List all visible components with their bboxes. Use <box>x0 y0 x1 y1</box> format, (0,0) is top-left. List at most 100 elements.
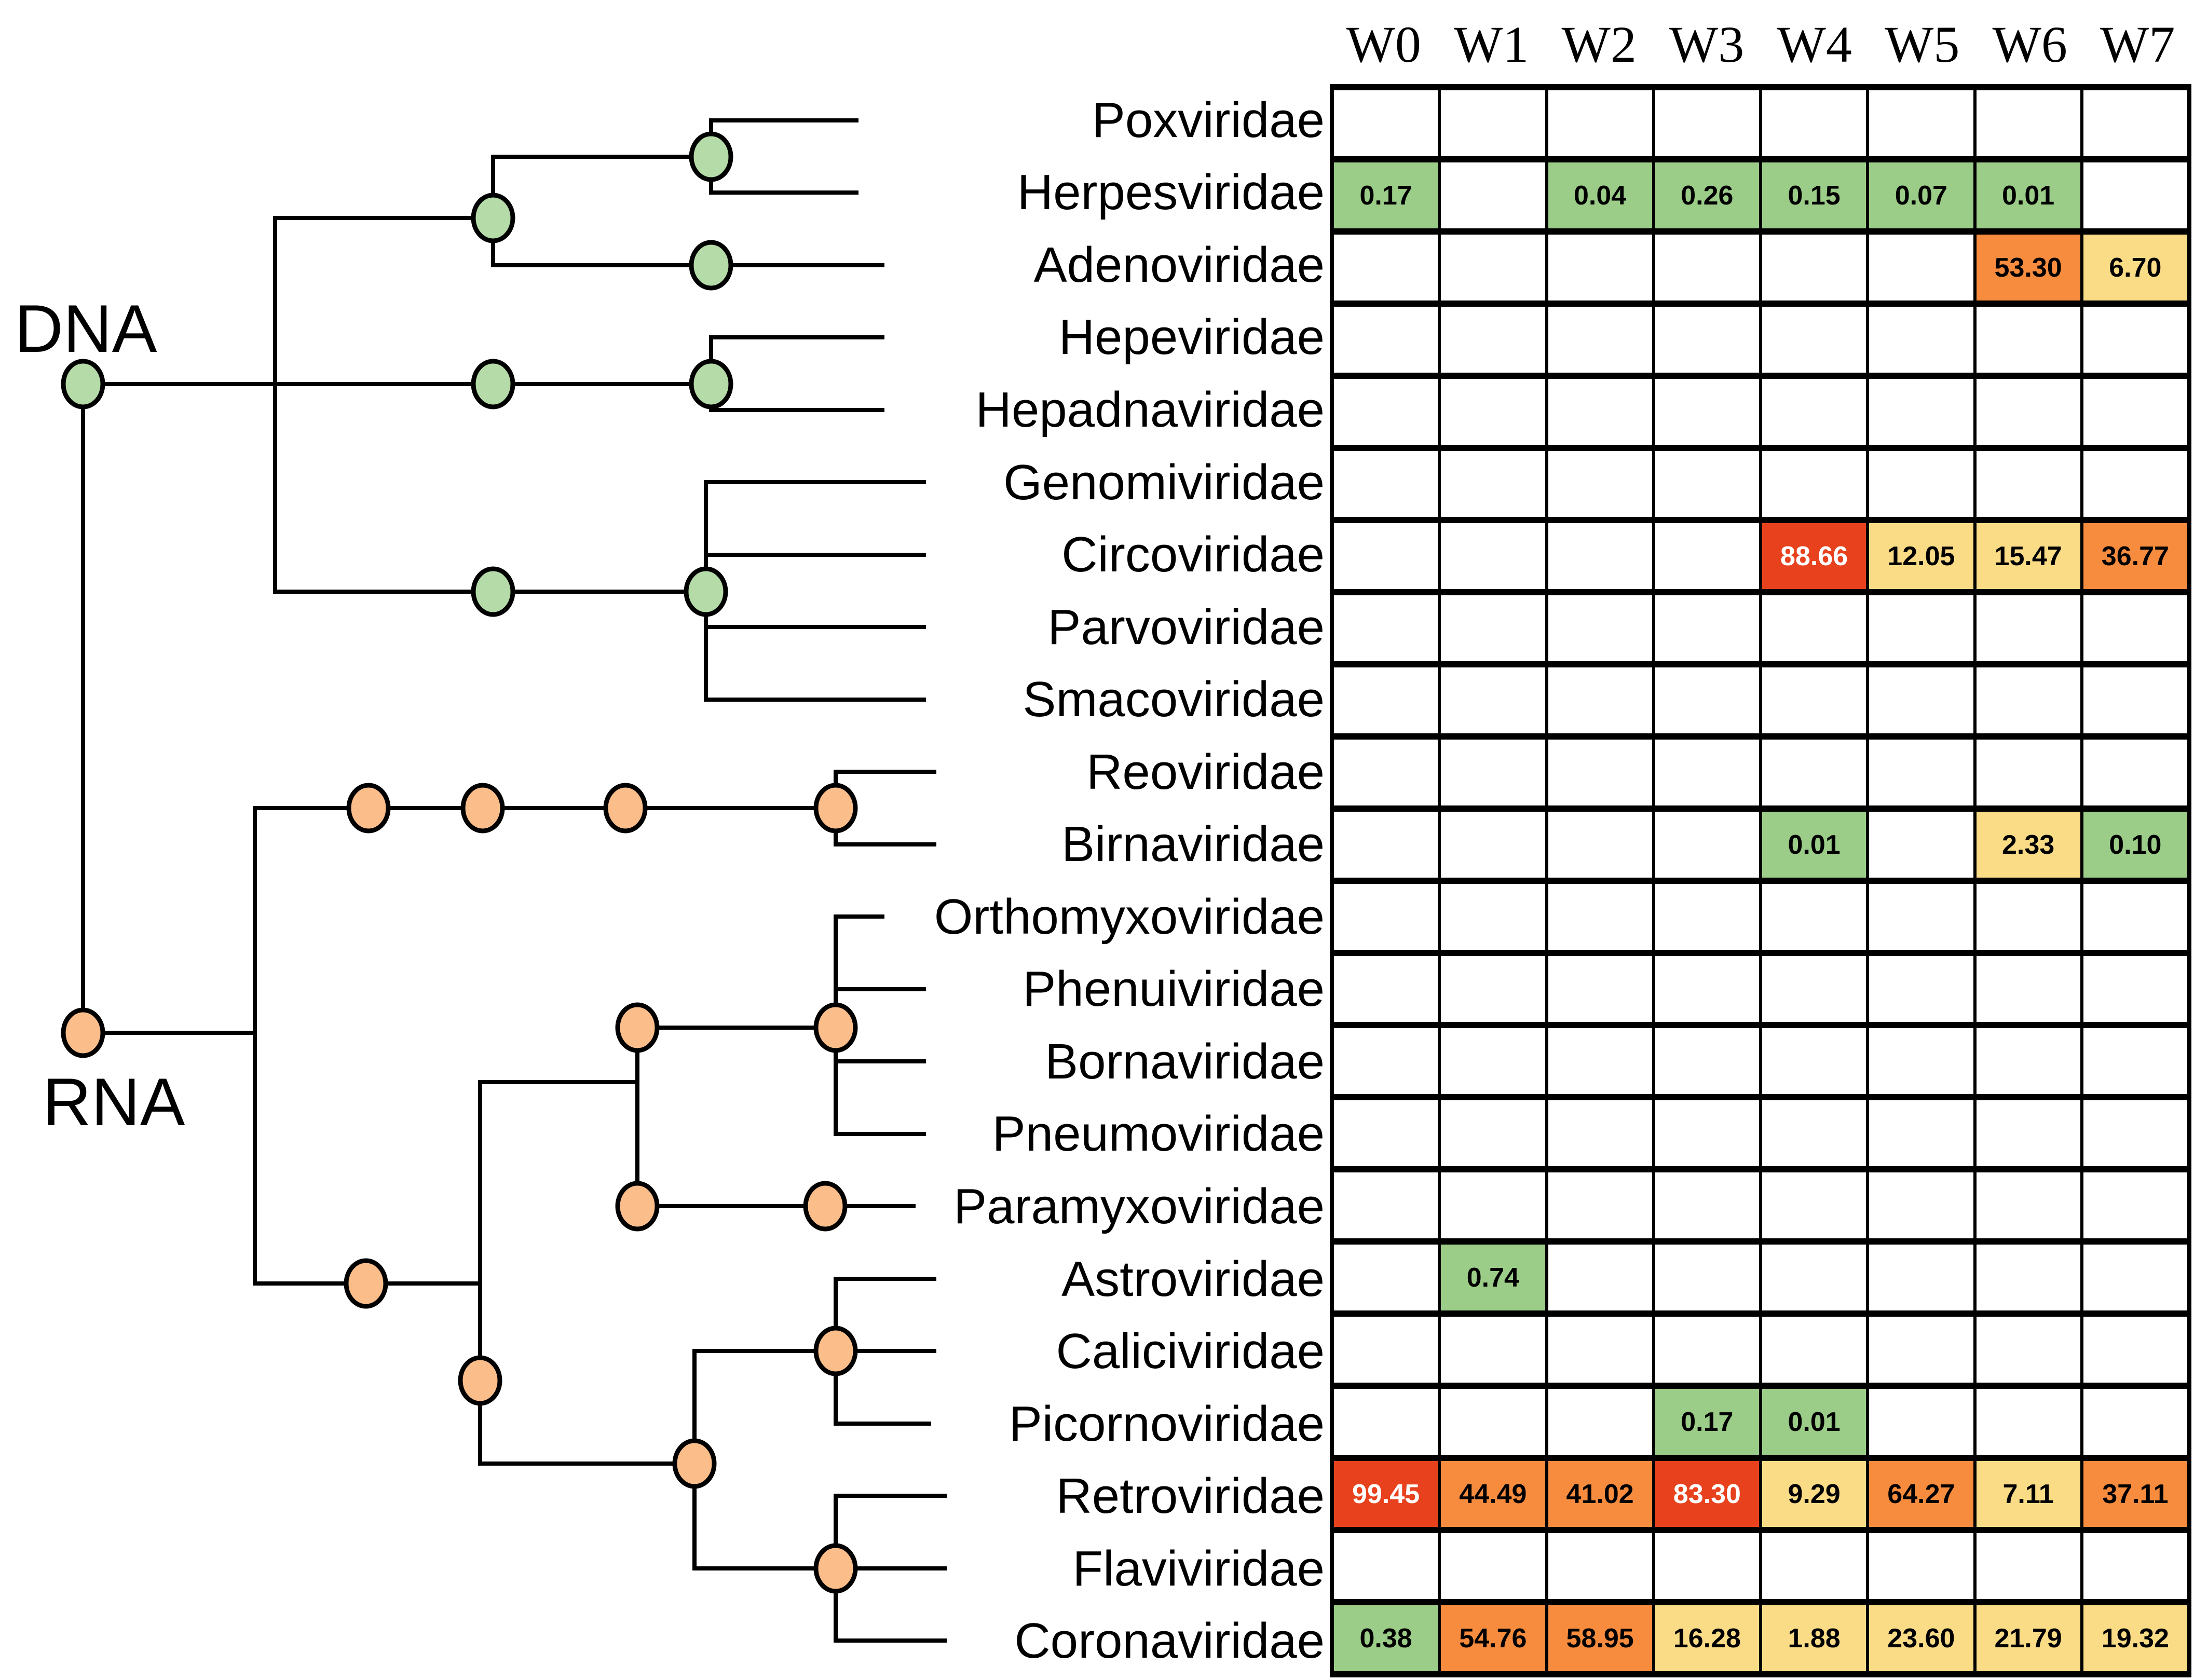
heatmap-cell <box>1334 1028 1441 1100</box>
heatmap-cell <box>1762 1172 1870 1245</box>
heatmap-cell <box>1334 1100 1441 1172</box>
row-label: Smacoviridae <box>1023 672 1325 728</box>
heatmap-cell <box>1441 90 1548 162</box>
heatmap-cell <box>1976 956 2083 1028</box>
heatmap-cell: 23.60 <box>1869 1605 1977 1677</box>
heatmap-cell <box>2083 595 2190 667</box>
heatmap-cell: 7.11 <box>1976 1461 2083 1533</box>
heatmap-cell <box>1869 90 1977 162</box>
heatmap-cell: 88.66 <box>1762 523 1870 595</box>
heatmap-cell <box>1655 90 1762 162</box>
heatmap-cell <box>2083 1317 2190 1389</box>
heatmap-cell: 54.76 <box>1441 1605 1548 1677</box>
heatmap-cell <box>1548 1389 1655 1461</box>
heatmap-cell <box>1334 1245 1441 1317</box>
heatmap-cell <box>1976 1100 2083 1172</box>
heatmap-cell <box>1548 90 1655 162</box>
rna-ancestor-node-icon <box>813 1326 858 1376</box>
heatmap-cell <box>1655 956 1762 1028</box>
dna-ancestor-node-icon <box>689 240 733 291</box>
heatmap-cell: 0.01 <box>1762 812 1870 884</box>
heatmap-cell <box>2083 1028 2190 1100</box>
heatmap-cell <box>1655 1533 1762 1605</box>
heatmap-cell <box>1334 1172 1441 1245</box>
heatmap-cell <box>1334 1389 1441 1461</box>
heatmap-cell <box>1976 884 2083 956</box>
heatmap-cell <box>1976 667 2083 740</box>
heatmap-cell <box>1762 1317 1870 1389</box>
heatmap-cell <box>1334 235 1441 307</box>
rna-ancestor-node-icon <box>672 1438 717 1489</box>
dna-ancestor-node-icon <box>684 566 728 617</box>
heatmap-cell <box>1548 740 1655 812</box>
column-header: W1 <box>1454 16 1529 73</box>
heatmap-cell: 0.74 <box>1441 1245 1548 1317</box>
heatmap-cell <box>1334 1317 1441 1389</box>
heatmap-cell <box>1548 595 1655 667</box>
heatmap-cell <box>1334 90 1441 162</box>
heatmap-cell <box>1548 884 1655 956</box>
heatmap-cell <box>1976 740 2083 812</box>
heatmap-cell <box>1441 812 1548 884</box>
heatmap-cell: 99.45 <box>1334 1461 1441 1533</box>
heatmap-cell <box>1869 1389 1977 1461</box>
heatmap-cell <box>1334 307 1441 379</box>
heatmap-cell <box>1869 595 1977 667</box>
heatmap-cell <box>1441 162 1548 235</box>
heatmap-cell <box>2083 379 2190 451</box>
heatmap-cell: 44.49 <box>1441 1461 1548 1533</box>
heatmap-cell <box>1441 740 1548 812</box>
heatmap-cell <box>1655 1317 1762 1389</box>
heatmap-cell <box>1869 1028 1977 1100</box>
row-label: Orthomyxoviridae <box>934 889 1325 945</box>
heatmap-cell <box>2083 740 2190 812</box>
heatmap-cell <box>1548 1028 1655 1100</box>
heatmap-cell <box>1762 667 1870 740</box>
heatmap-cell <box>1548 1172 1655 1245</box>
heatmap-cell <box>1334 379 1441 451</box>
heatmap-cell: 0.10 <box>2083 812 2190 884</box>
rna-ancestor-node-icon <box>460 783 505 834</box>
column-header: W0 <box>1346 16 1421 73</box>
heatmap-cell <box>1441 667 1548 740</box>
heatmap-cell <box>1548 667 1655 740</box>
heatmap-cell <box>2083 1245 2190 1317</box>
heatmap-cell <box>1762 379 1870 451</box>
heatmap-cell: 37.11 <box>2083 1461 2190 1533</box>
heatmap-cell <box>1334 740 1441 812</box>
heatmap-cell <box>1334 595 1441 667</box>
heatmap-cell: 0.17 <box>1655 1389 1762 1461</box>
heatmap-cell <box>1334 812 1441 884</box>
heatmap-cell: 15.47 <box>1976 523 2083 595</box>
heatmap-cell: 0.01 <box>1976 162 2083 235</box>
heatmap-cell <box>1334 956 1441 1028</box>
heatmap-cell: 36.77 <box>2083 523 2190 595</box>
row-label: Birnaviridae <box>1061 816 1325 872</box>
heatmap-cell <box>1655 667 1762 740</box>
heatmap-cell <box>1869 1172 1977 1245</box>
heatmap-cell: 9.29 <box>1762 1461 1870 1533</box>
heatmap-cell: 0.15 <box>1762 162 1870 235</box>
heatmap-cell <box>1976 1172 2083 1245</box>
heatmap-cell: 19.32 <box>2083 1605 2190 1677</box>
rna-ancestor-node-icon <box>813 1543 858 1594</box>
column-header: W6 <box>1992 16 2067 73</box>
heatmap-cell <box>1441 595 1548 667</box>
heatmap-cell <box>1762 740 1870 812</box>
row-label: Flaviviridae <box>1072 1540 1325 1596</box>
heatmap-cell <box>1655 523 1762 595</box>
heatmap-cell <box>1655 451 1762 523</box>
heatmap-cell <box>1548 956 1655 1028</box>
dna-ancestor-node-icon <box>471 359 515 409</box>
heatmap-cell <box>1762 1028 1870 1100</box>
heatmap-cell <box>1655 1245 1762 1317</box>
heatmap-cell: 16.28 <box>1655 1605 1762 1677</box>
row-label: Adenoviridae <box>1033 237 1325 293</box>
rna-ancestor-node-icon <box>813 1002 858 1053</box>
rna-ancestor-node-icon <box>615 1002 660 1053</box>
heatmap-cell: 0.38 <box>1334 1605 1441 1677</box>
row-label: Herpesviridae <box>1017 165 1325 221</box>
heatmap-cell <box>1655 1172 1762 1245</box>
